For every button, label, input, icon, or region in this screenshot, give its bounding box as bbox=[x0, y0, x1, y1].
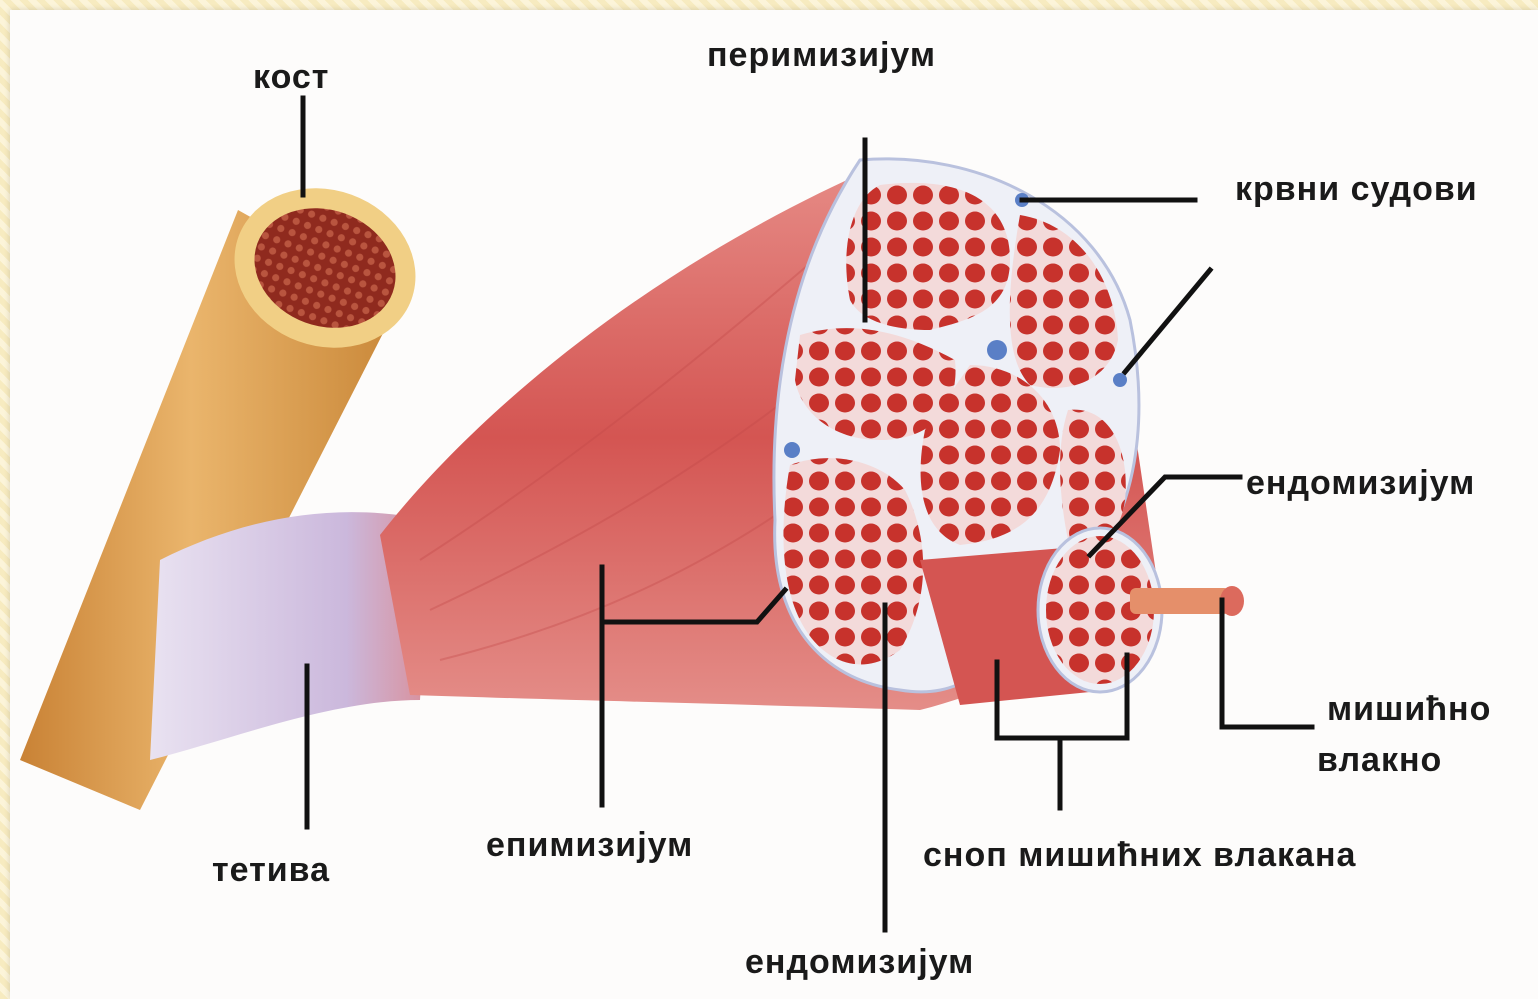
label-muscle-fiber-line2: влакно bbox=[1317, 740, 1442, 780]
label-tendon: тетива bbox=[212, 850, 330, 890]
label-endomysium-right: ендомизијум bbox=[1246, 463, 1475, 503]
muscle-fiber bbox=[1130, 586, 1244, 616]
diagram-canvas: кост перимизијум крвни судови ендомизију… bbox=[10, 10, 1538, 999]
label-bone: кост bbox=[253, 57, 329, 97]
label-blood-vessels: крвни судови bbox=[1235, 169, 1478, 209]
label-fascicle: сноп мишићних влакана bbox=[923, 835, 1356, 875]
label-muscle-fiber-line1: мишићно bbox=[1327, 689, 1491, 729]
label-perimysium: перимизијум bbox=[707, 35, 936, 75]
label-epimysium: епимизијум bbox=[486, 825, 693, 865]
label-endomysium-bottom: ендомизијум bbox=[745, 942, 974, 982]
